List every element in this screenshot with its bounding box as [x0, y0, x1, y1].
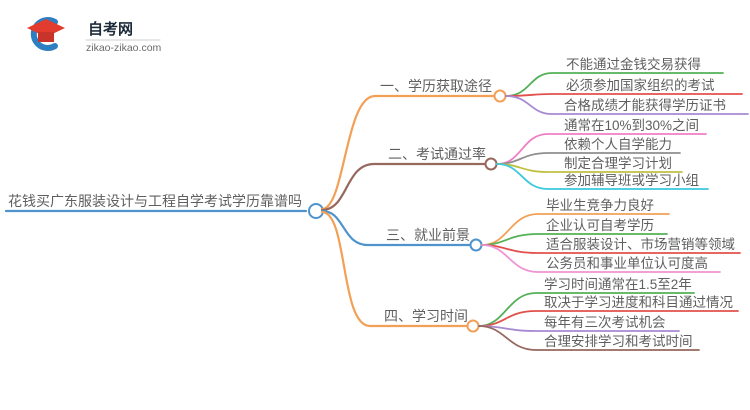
- branch-2-node-circle: [484, 157, 498, 171]
- branch-4-leaf-1-label: 学习时间通常在1.5至2年: [544, 277, 692, 292]
- branch-3-leaf-4-label: 公务员和事业单位认可度高: [546, 255, 708, 271]
- branch-3-connector: [320, 209, 472, 247]
- brand-domain: zikao-zikao.com: [86, 42, 162, 54]
- root-node-label: 花钱买广东服装设计与工程自学考试学历靠谱吗: [8, 193, 302, 209]
- branch-3-leaf-3-label: 适合服装设计、市场营销等领域: [546, 236, 735, 252]
- branch-2-leaf-4-label: 参加辅导班或学习小组: [564, 172, 699, 188]
- branch-2-label: 二、考试通过率: [388, 146, 486, 162]
- branch-2-leaf-2-label: 依赖个人自学能力: [564, 137, 672, 152]
- brand-name: 自考网: [88, 20, 133, 38]
- branch-1-leaf-3-label: 合格成绩才能获得学历证书: [564, 97, 726, 113]
- branch-2-leaf-3-label: 制定合理学习计划: [564, 156, 672, 171]
- branch-2-connector: [320, 162, 487, 212]
- branch-3-node-circle: [469, 238, 483, 252]
- branch-1-leaf-3-line: [505, 95, 749, 115]
- branch-4-label: 四、学习时间: [384, 308, 468, 324]
- graduation-cap-icon: [27, 19, 65, 37]
- branch-3-leaf-4-line: [481, 244, 721, 273]
- branch-3-leaf-2-label: 企业认可自考学历: [546, 217, 654, 233]
- branch-4-leaf-3-label: 每年有三次考试机会: [544, 315, 666, 330]
- branch-4-node-circle: [466, 319, 480, 333]
- branch-4-leaf-4-line: [478, 325, 700, 351]
- graduation-cap-base-icon: [38, 32, 54, 42]
- branch-3-leaf-1-label: 毕业生竞争力良好: [546, 197, 654, 213]
- brand-logo: 自考网 zikao-zikao.com: [27, 17, 162, 54]
- branch-1-leaf-2-label: 必须参加国家组织的考试: [566, 77, 715, 93]
- branch-1-node-circle: [493, 89, 507, 103]
- branch-1-connector: [320, 94, 496, 211]
- branch-1-leaf-2-line: [505, 93, 743, 97]
- branch-1-leaf-1-label: 不能通过金钱交易获得: [566, 56, 701, 72]
- branch-4-leaf-4-label: 合理安排学习和考试时间: [544, 334, 693, 349]
- branch-2-leaf-1-label: 通常在10%到30%之间: [564, 118, 699, 133]
- branch-2-leaf-4-line: [496, 163, 709, 190]
- branch-4-connector: [320, 210, 469, 328]
- branch-4-leaf-2-label: 取决于学习进度和科目通过情况: [544, 295, 733, 310]
- branch-1-label: 一、学历获取途径: [380, 78, 492, 94]
- branch-3-label: 三、就业前景: [386, 227, 470, 243]
